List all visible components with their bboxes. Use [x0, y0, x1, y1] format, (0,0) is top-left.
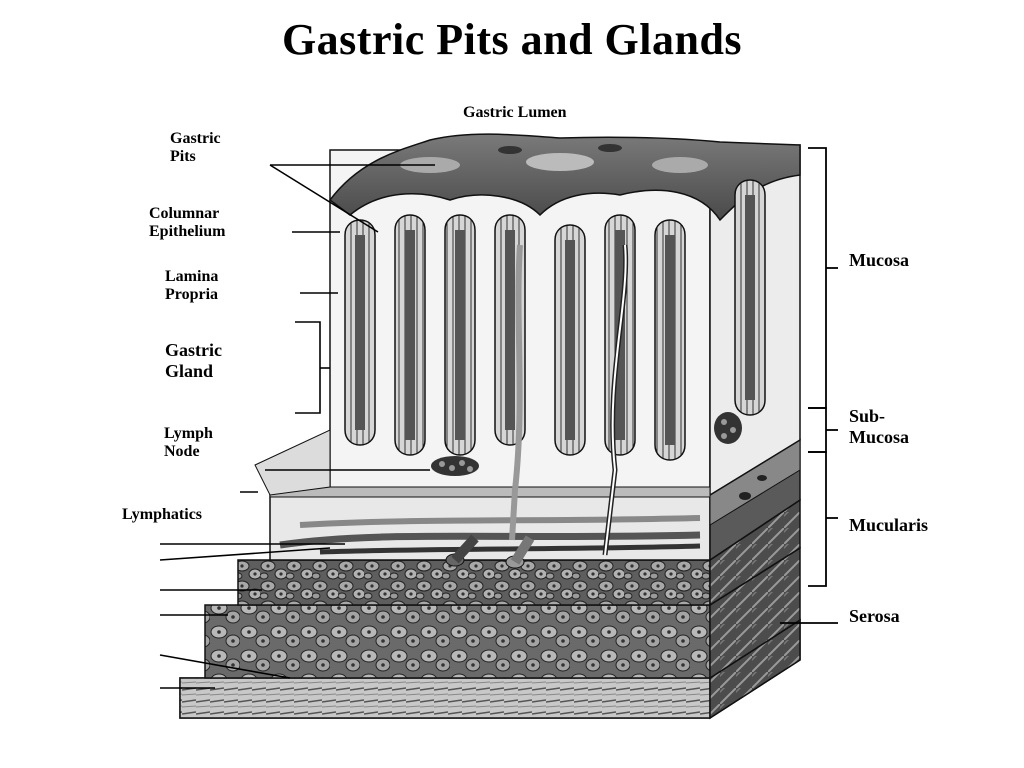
columnar-epithelium-label: Columnar Epithelium	[149, 205, 225, 242]
serosa-layer	[179, 618, 801, 720]
pointer-lines-left	[159, 164, 435, 689]
columnar-epithelium-label-line1: Columnar	[149, 205, 220, 222]
gastric-pits-label: Gastric Pits	[170, 130, 221, 167]
page-title: Gastric Pits and Glands	[281, 15, 743, 64]
columnar-epithelium-label-line2: Epithelium	[149, 223, 226, 241]
lymph-node-label-line2: Node	[164, 443, 200, 461]
submucosa-label-line1: Sub-	[849, 406, 886, 426]
submucosa-label: Sub- Mucosa	[849, 406, 909, 447]
lamina-propria-label-line1: Lamina	[165, 268, 219, 285]
muscularis-label: Mucularis	[849, 515, 928, 535]
gastric-lumen-label: Gastric Lumen	[463, 104, 567, 121]
lamina-propria-label: Lamina Propria	[165, 268, 218, 305]
lymph-node-label-line1: Lymph	[164, 425, 213, 442]
mucosa-label: Mucosa	[849, 250, 909, 270]
gastric-gland-label-line2: Gland	[165, 360, 214, 381]
lamina-propria-label-line2: Propria	[165, 286, 219, 304]
submucosa-layer	[269, 438, 801, 569]
serosa-label: Serosa	[849, 606, 900, 626]
gastric-gland-label-line1: Gastric	[165, 340, 222, 360]
outer-muscle-layer	[204, 546, 801, 680]
gastric-pits-label-line2: Pits	[170, 148, 196, 166]
gastric-gland-label: Gastric Gland	[165, 340, 222, 381]
gastric-pits-label-line1: Gastric	[170, 130, 221, 147]
submucosa-label-line2: Mucosa	[849, 426, 909, 447]
lymph-node	[431, 412, 742, 476]
layer-brackets	[780, 147, 838, 624]
lymph-node-label: Lymph Node	[164, 425, 213, 462]
mucosal-surface	[328, 133, 801, 222]
lymphatics-label: Lymphatics	[122, 506, 203, 523]
